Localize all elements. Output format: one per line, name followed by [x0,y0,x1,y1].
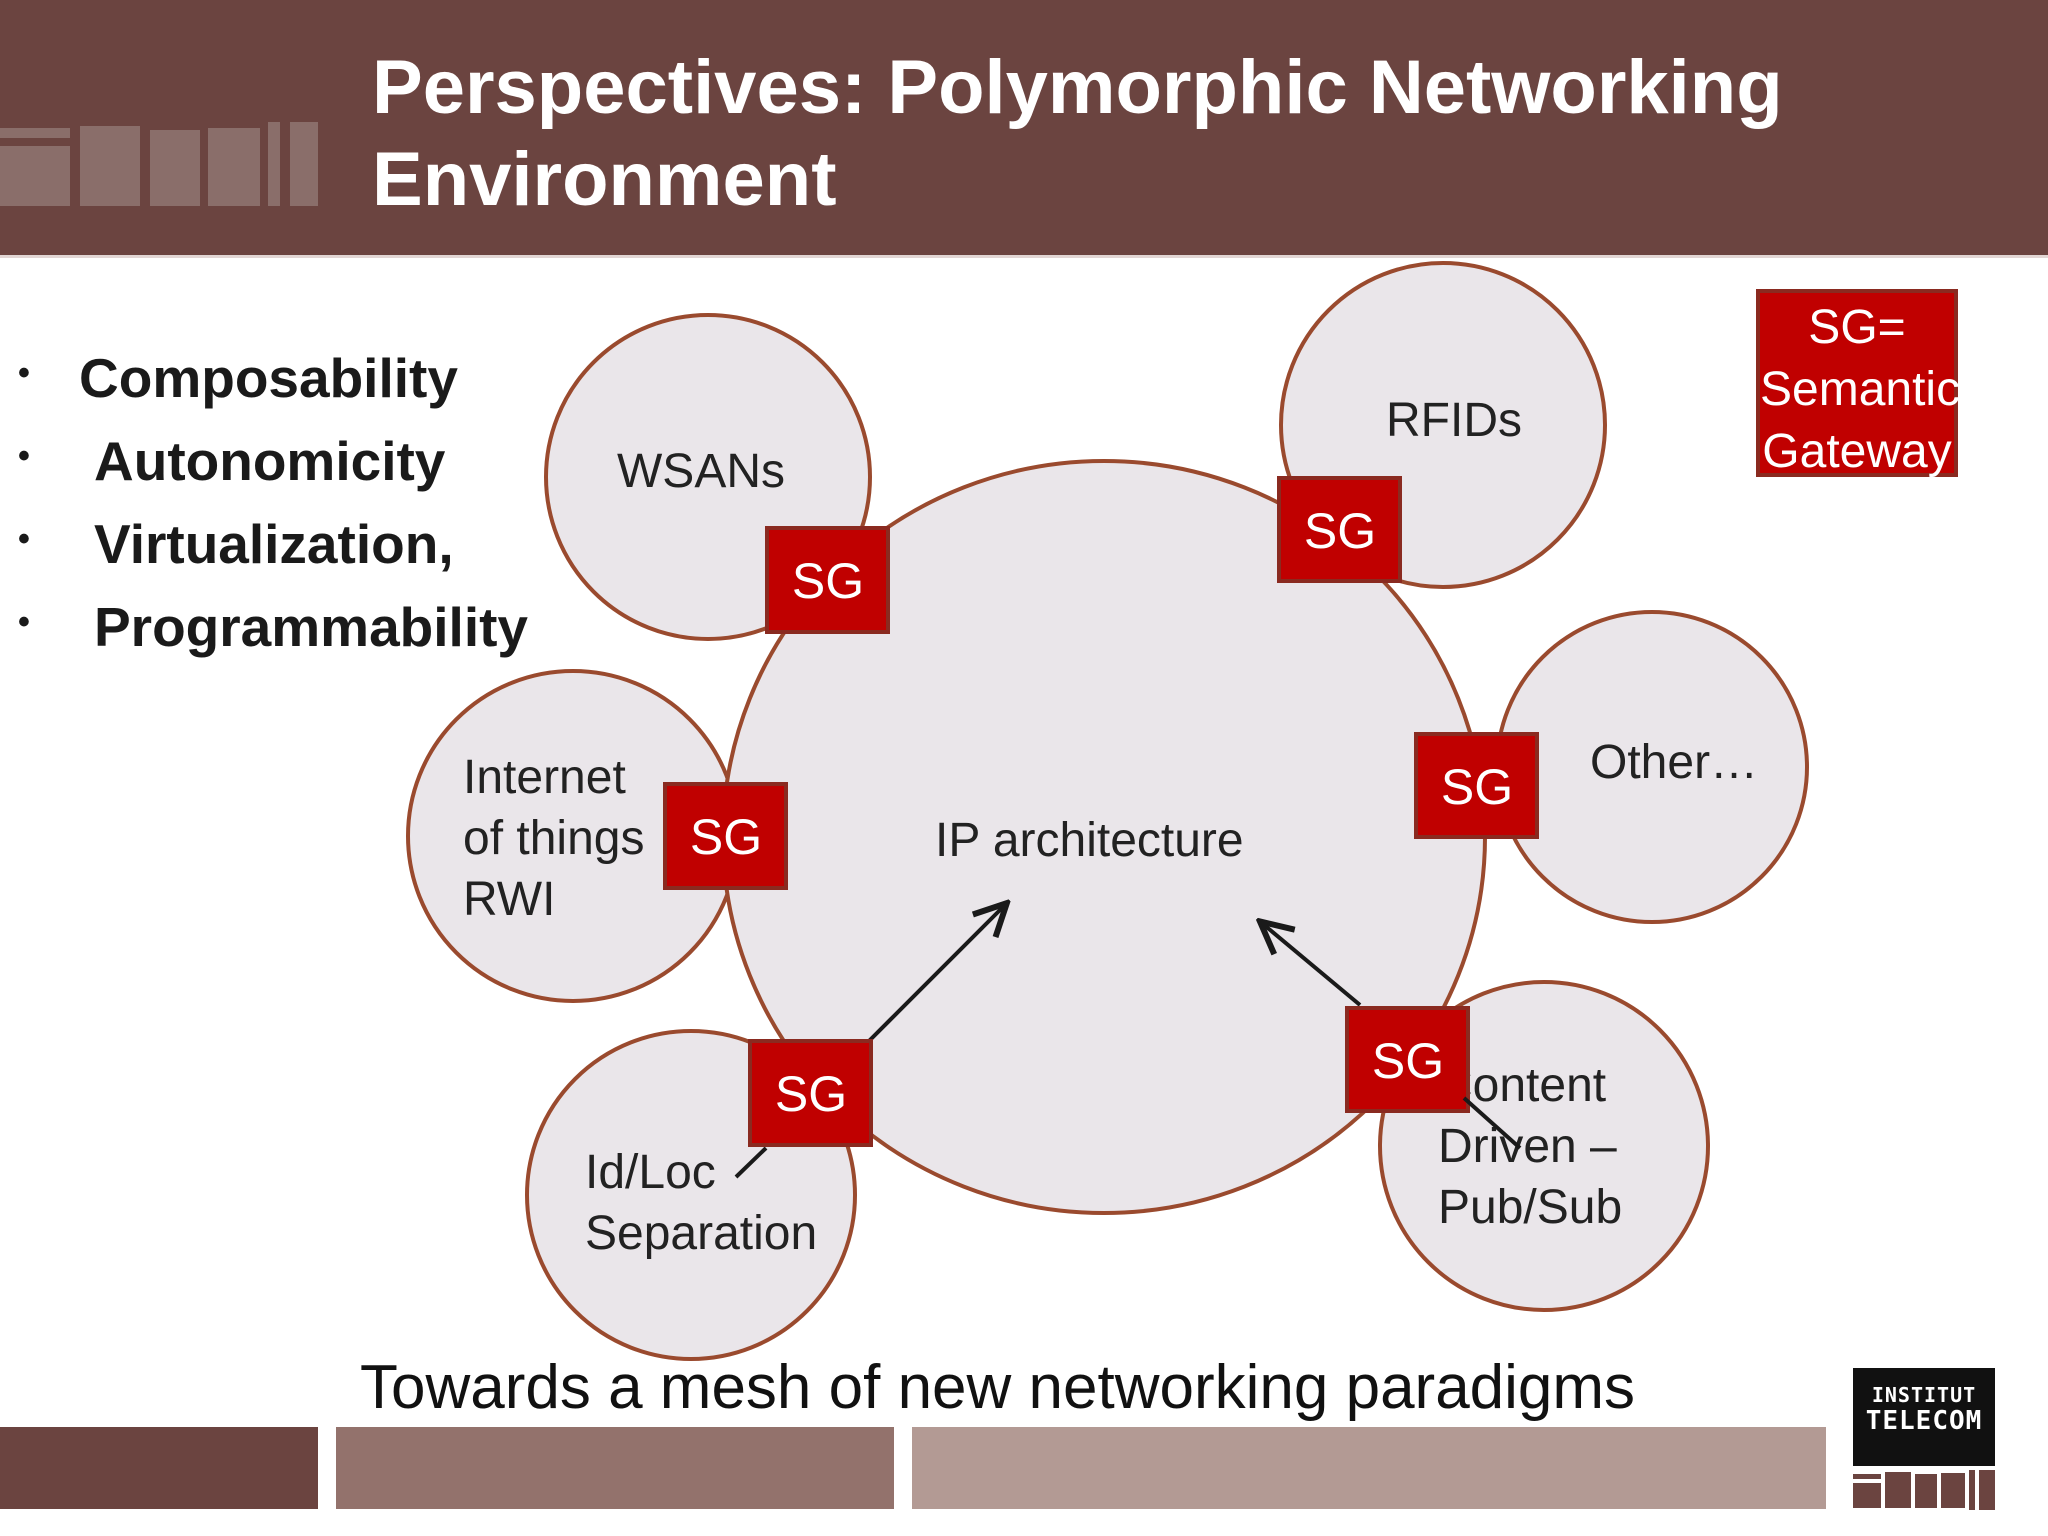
bullet-text-autonomicity: Autonomicity [94,430,446,492]
small-logo-icon [1853,1470,1995,1510]
node-label-content-2: Driven – [1438,1120,1617,1173]
bullet-dot: • [18,437,30,475]
node-label-content-3: Pub/Sub [1438,1181,1622,1234]
gateway-box-wsans [765,526,890,634]
institut-telecom-logo: INSTITUT TELECOM [1853,1368,1995,1466]
gateway-label: SG [775,1066,847,1122]
node-label-idloc-2: Separation [585,1207,817,1260]
header-divider [0,255,2048,258]
node-label-iot-2: of things [463,812,644,865]
node-label-rfids: RFIDs [1386,394,1522,447]
gateway-box-rfids [1277,476,1402,583]
gateway-box-iot [663,782,788,890]
connector-idloc [734,1146,768,1179]
gateway-box-content [1345,1006,1470,1113]
connector-content [1462,1096,1522,1150]
gateway-box-other [1414,732,1539,839]
node-label-wsans: WSANs [617,445,785,498]
bullet-text-programmability: Programmability [94,596,529,658]
bullet-dot: • [18,520,30,558]
legend-box: SG= Semantic Gateway [1756,289,1961,478]
node-label-idloc-1: Id/Loc [585,1146,716,1199]
arrow-idloc-to-ip [866,906,1004,1044]
gateway-box-idloc [748,1039,873,1147]
footer-band-2 [336,1427,894,1509]
node-label-other: Other… [1590,736,1758,789]
center-label: IP architecture [935,814,1244,867]
gateway-label: SG [690,809,762,865]
bullet-dot: • [18,354,30,392]
logo-text-2: TELECOM [1865,1406,1983,1436]
slide-title: Perspectives: Polymorphic Networking Env… [372,42,2022,226]
gateway-label: SG [792,553,864,609]
node-label-iot-3: RWI [463,873,555,926]
bullet-text-virtualization: Virtualization, [94,513,454,575]
arrow-content-to-ip [1263,924,1362,1007]
logo-text-1: INSTITUT [1871,1383,1977,1407]
bullet-text-composability: Composability [79,347,458,409]
node-label-iot-1: Internet [463,751,626,804]
header-bar [0,0,2048,255]
legend-line-1: SG= [1808,301,1906,354]
footer-band-3 [912,1427,1826,1509]
slide-caption: Towards a mesh of new networking paradig… [360,1353,1636,1422]
title-line-2: Environment [372,137,837,222]
legend-line-3: Gateway [1762,425,1952,478]
gateway-label: SG [1304,503,1376,559]
faded-logo-icon [0,122,318,206]
gateway-label: SG [1441,759,1513,815]
gateway-label: SG [1372,1033,1444,1089]
legend-line-2: Semantic [1760,363,1961,416]
title-line-1: Perspectives: Polymorphic Networking [372,45,1783,130]
footer-band-1 [0,1427,318,1509]
bullet-dot: • [18,603,30,641]
